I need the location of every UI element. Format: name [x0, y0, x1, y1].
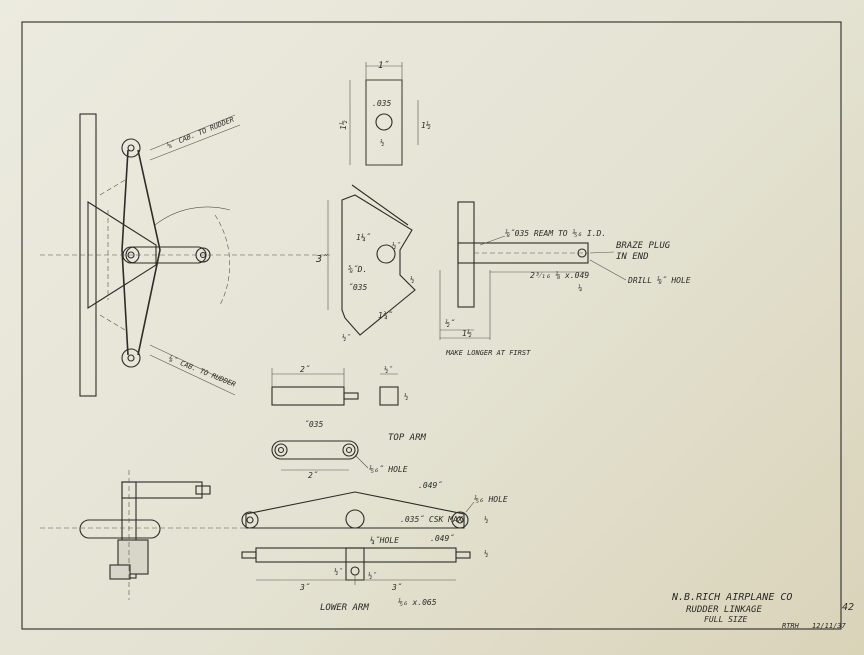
center-bracket: 3˝ 1¼˝ ⅝˝D. ½˝ ˝035 1¾˝ ½˝ ½ — [315, 184, 416, 342]
dim-bracket-lower: 1¾˝ — [378, 310, 393, 320]
dim-lower-half-left: 3˝ — [299, 582, 310, 592]
cable-note-lower: ⅛˝ CAB. TO RUDDER — [167, 354, 237, 389]
view-lower-arm: LOWER ARM — [320, 603, 369, 613]
cable-note-upper: ⅛˝ CAB. TO RUDDER — [165, 115, 235, 150]
pedal-assembly — [40, 470, 250, 600]
note-braze-plug: BRAZE PLUG — [616, 241, 671, 251]
dim-bracket-top: 1¼˝ — [356, 232, 371, 242]
title-block: N.B.RICH AIRPLANE CO RUDDER LINKAGE FULL… — [671, 592, 854, 630]
drawing-title: RUDDER LINKAGE — [686, 605, 762, 615]
dim-tube-total: 1½ — [462, 328, 472, 338]
dim-lower-right-a: ½ — [484, 516, 488, 524]
sheet-border — [21, 21, 842, 630]
dim-lower-right-b: ½ — [484, 550, 488, 558]
drawing-date: 12/11/37 — [812, 622, 847, 630]
dim-wedge-side: 1½ — [338, 120, 348, 130]
note-ream: ⅛˝035 REAM TO ⅕₆ I.D. — [505, 228, 606, 238]
note-drill-hole: DRILL ⅛˝ HOLE — [627, 275, 691, 285]
dim-bracket-hole: ⅝˝D. — [348, 264, 367, 274]
dim-bracket-035: ˝035 — [348, 282, 367, 292]
dim-bracket-bottom: ½˝ — [342, 333, 351, 342]
dim-wedge-hole: ½ — [380, 139, 384, 147]
dim-wedge-thickness: .035 — [372, 99, 391, 108]
note-hole-lower-center: ¼˝HOLE — [370, 535, 399, 545]
dim-tube-spec: 2³⁄₁₆ ⅛ x.049 — [530, 271, 589, 280]
dim-wedge-height: 1½ — [421, 120, 431, 130]
wedge-part: 1˝ .035 1½ 1½ ½ — [338, 60, 431, 166]
dim-bracket-height: 3˝ — [315, 253, 328, 265]
dim-top-arm-end-h: ½ — [404, 393, 408, 401]
dim-top-arm-035: ˝035 — [304, 419, 323, 429]
dim-lower-049-lower: .049˝ — [430, 533, 454, 543]
rudder-bar-assembly: ⅛˝ CAB. TO RUDDER ⅛˝ CAB. TO RUDDER — [40, 113, 330, 397]
tube-part: ½˝ 1½ 2³⁄₁₆ ⅛ x.049 ¼ ⅛˝035 REAM TO ⅕₆ I… — [439, 201, 691, 357]
dim-lower-half-right: 3˝ — [391, 582, 402, 592]
top-arm-view: 2˝ ½˝ ½ TOP ARM ˝035 2˝ ⅕₆˝ HOLE — [271, 364, 427, 480]
lower-arm-view: .049˝ .035˝ CSK MAX .049˝ ⅕₆ HOLE ½ ½ ¼˝… — [241, 480, 508, 613]
dim-wedge-width: 1˝ — [378, 60, 389, 71]
dim-lower-049-upper: .049˝ — [418, 480, 442, 490]
dim-bracket-tip: ½ — [410, 276, 414, 284]
dim-tube-right: ¼ — [578, 284, 582, 292]
dim-tube-end: ½˝ — [445, 318, 455, 328]
note-braze-plug-2: IN END — [616, 252, 649, 262]
note-hole-lower-right: ⅕₆ HOLE — [474, 495, 508, 504]
view-top-arm: TOP ARM — [388, 433, 427, 443]
dim-top-arm-end: ½˝ — [384, 365, 393, 374]
company-name: N.B.RICH AIRPLANE CO — [671, 592, 792, 603]
drawn-by: RTRH — [782, 622, 800, 630]
dim-top-arm-len: 2˝ — [300, 364, 310, 374]
sheet-number: 42 — [842, 602, 854, 613]
note-hole-top: ⅕₆˝ HOLE — [369, 464, 408, 474]
note-make-longer: MAKE LONGER AT FIRST — [445, 349, 531, 357]
dim-lower-drop: ½˝ — [334, 567, 343, 576]
dim-lower-center: ½˝ — [368, 571, 377, 580]
note-rod-065: ⅕₆ x.065 — [398, 598, 437, 607]
drawing-scale: FULL SIZE — [704, 615, 748, 624]
dim-top-arm-len-2: 2˝ — [308, 470, 318, 480]
note-csk-max: .035˝ CSK MAX — [400, 514, 464, 524]
dim-bracket-bend: ½˝ — [392, 241, 401, 250]
